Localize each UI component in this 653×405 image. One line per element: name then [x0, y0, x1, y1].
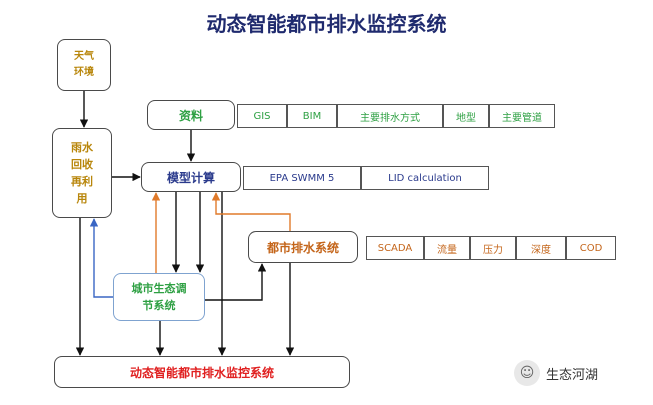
eco-line-1: 城市生态调: [131, 282, 187, 295]
model-label: 模型计算: [166, 170, 215, 185]
rainwater-line-2: 回收: [71, 158, 93, 171]
bottom-label: 动态智能都市排水监控系统: [129, 365, 274, 380]
urban-ecology-regulation-box: 城市生态调 节系统: [113, 273, 205, 321]
diagram-title: 动态智能都市排水监控系统: [206, 12, 447, 36]
arrow-eco-to-drainage: [205, 263, 267, 301]
watermark-text: 生态河湖: [546, 367, 599, 383]
data-item-drainage-method: 主要排水方式: [337, 104, 443, 128]
data-item-gis: GIS: [237, 104, 287, 128]
rainwater-line-3: 再利: [71, 175, 93, 188]
data-box: 资料: [147, 100, 235, 130]
data-item-bim: BIM: [287, 104, 337, 128]
model-calculation-box: 模型计算: [141, 162, 241, 192]
data-item-main-pipes: 主要管道: [489, 104, 555, 128]
rainwater-recycling-box: 雨水 回收 再利 用: [52, 128, 112, 218]
data-item-terrain: 地型: [443, 104, 489, 128]
watermark: ☺ 生态河湖: [514, 360, 598, 386]
rainwater-line-4: 用: [76, 192, 88, 205]
drainage-item-scada: SCADA: [366, 236, 424, 260]
arrow-eco-to-rainwater: [89, 218, 113, 298]
drainage-item-flow: 流量: [424, 236, 470, 260]
arrow-drainage-to-model-feedback: [211, 192, 291, 231]
weather-environment-box: 天气 环境: [57, 39, 111, 91]
environment-label: 环境: [74, 67, 94, 78]
eco-line-2: 节系统: [142, 299, 176, 312]
weather-label: 天气: [74, 51, 94, 62]
rainwater-line-1: 雨水: [71, 141, 93, 154]
wechat-logo-icon: ☺: [514, 360, 540, 386]
data-label: 资料: [178, 108, 203, 123]
dynamic-monitoring-system-box: 动态智能都市排水监控系统: [54, 356, 350, 388]
model-item-lid: LID calculation: [361, 166, 489, 190]
drainage-item-depth: 深度: [516, 236, 566, 260]
drainage-item-cod: COD: [566, 236, 616, 260]
urban-drainage-system-box: 都市排水系统: [248, 231, 358, 263]
drainage-item-pressure: 压力: [470, 236, 516, 260]
model-item-epa-swmm: EPA SWMM 5: [243, 166, 361, 190]
drainage-label: 都市排水系统: [266, 240, 339, 255]
